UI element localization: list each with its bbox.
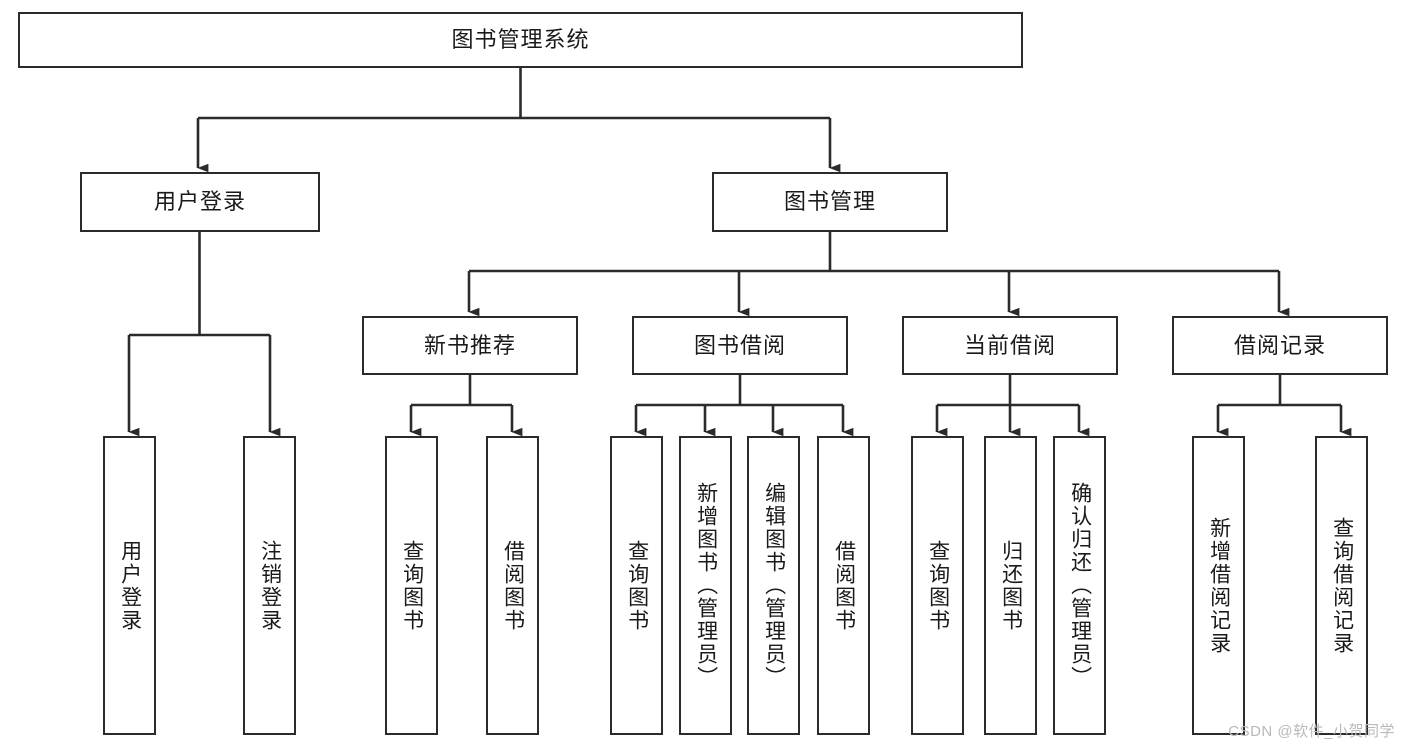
leaf-record-add[interactable]: 新增借阅记录 — [1192, 436, 1245, 735]
leaf-user-logout-label: 注销登录 — [258, 539, 282, 632]
leaf-borrow-edit-book-label: 编辑图书（管理员） — [762, 482, 786, 689]
leaf-current-return-book-label: 归还图书 — [999, 539, 1023, 632]
leaf-newbook-query-book-label: 查询图书 — [400, 539, 424, 632]
node-current-borrow[interactable]: 当前借阅 — [902, 316, 1118, 375]
leaf-current-query-book[interactable]: 查询图书 — [911, 436, 964, 735]
leaf-borrow-query-book[interactable]: 查询图书 — [610, 436, 663, 735]
node-user-login-label: 用户登录 — [153, 189, 246, 215]
leaf-borrow-lend-book-label: 借阅图书 — [832, 539, 856, 632]
leaf-newbook-borrow-book[interactable]: 借阅图书 — [486, 436, 539, 735]
node-root[interactable]: 图书管理系统 — [18, 12, 1023, 68]
leaf-borrow-edit-book[interactable]: 编辑图书（管理员） — [747, 436, 800, 735]
leaf-borrow-add-book[interactable]: 新增图书（管理员） — [679, 436, 732, 735]
node-book-management-label: 图书管理 — [783, 189, 876, 215]
leaf-record-add-label: 新增借阅记录 — [1207, 516, 1231, 655]
csdn-watermark: CSDN @软件_小贺同学 — [1228, 723, 1395, 740]
leaf-borrow-lend-book[interactable]: 借阅图书 — [817, 436, 870, 735]
leaf-borrow-add-book-label: 新增图书（管理员） — [694, 482, 718, 689]
leaf-record-query[interactable]: 查询借阅记录 — [1315, 436, 1368, 735]
node-book-management[interactable]: 图书管理 — [712, 172, 948, 232]
node-new-book-recommend-label: 新书推荐 — [423, 332, 516, 358]
node-book-borrow-label: 图书借阅 — [693, 332, 786, 358]
leaf-borrow-query-book-label: 查询图书 — [625, 539, 649, 632]
leaf-record-query-label: 查询借阅记录 — [1330, 516, 1354, 655]
node-borrow-record[interactable]: 借阅记录 — [1172, 316, 1388, 375]
leaf-current-confirm-return-label: 确认归还（管理员） — [1068, 482, 1092, 689]
node-borrow-record-label: 借阅记录 — [1233, 332, 1326, 358]
leaf-current-query-book-label: 查询图书 — [926, 539, 950, 632]
node-current-borrow-label: 当前借阅 — [963, 332, 1056, 358]
node-book-borrow[interactable]: 图书借阅 — [632, 316, 848, 375]
leaf-user-login-label: 用户登录 — [118, 539, 142, 632]
leaf-user-login[interactable]: 用户登录 — [103, 436, 156, 735]
leaf-current-confirm-return[interactable]: 确认归还（管理员） — [1053, 436, 1106, 735]
node-root-label: 图书管理系统 — [451, 27, 590, 53]
leaf-newbook-query-book[interactable]: 查询图书 — [385, 436, 438, 735]
leaf-current-return-book[interactable]: 归还图书 — [984, 436, 1037, 735]
node-new-book-recommend[interactable]: 新书推荐 — [362, 316, 578, 375]
leaf-newbook-borrow-book-label: 借阅图书 — [501, 539, 525, 632]
leaf-user-logout[interactable]: 注销登录 — [243, 436, 296, 735]
node-user-login[interactable]: 用户登录 — [80, 172, 320, 232]
